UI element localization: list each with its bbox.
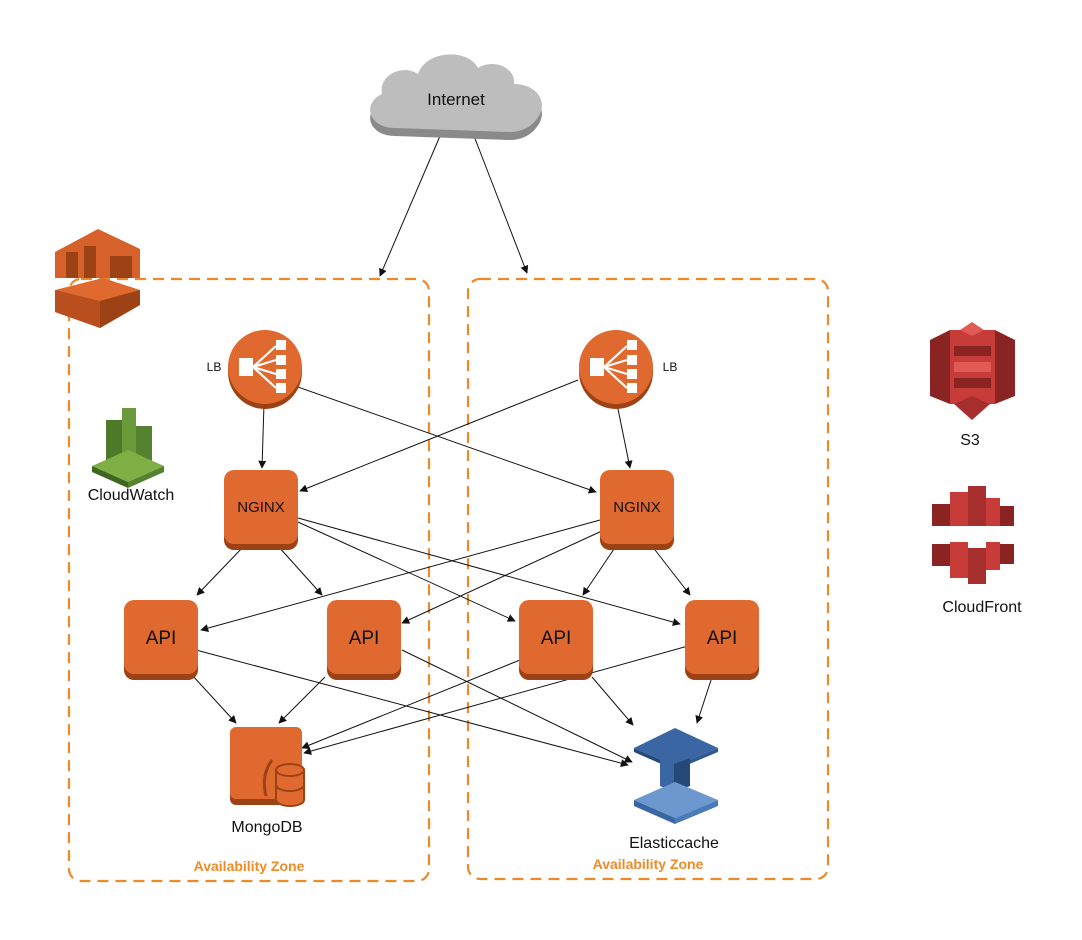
api-3-label: API <box>541 628 572 649</box>
api-box-2 <box>327 600 401 680</box>
ec2-icon <box>55 229 140 328</box>
edge-api3-mongo <box>301 659 521 750</box>
s3-icon <box>930 322 1015 420</box>
zone-label-left: Availability Zone <box>194 858 305 874</box>
edge-api3-cache <box>591 676 634 726</box>
edge-nginxl-api1 <box>196 545 245 596</box>
database-icon <box>230 727 305 807</box>
nginx-right-label: NGINX <box>613 499 661 516</box>
edge-nginxr-api3 <box>582 545 617 596</box>
edge-api1-cache <box>195 649 629 768</box>
edge-nginxl-api2 <box>277 545 323 596</box>
mongodb-label: MongoDB <box>231 819 302 836</box>
elasticache-icon <box>634 728 718 824</box>
lb-left-label: LB <box>207 360 222 374</box>
availability-zone-right <box>466 277 830 881</box>
api-box-4 <box>685 600 759 680</box>
nginx-left <box>224 470 298 550</box>
api-2-label: API <box>349 628 380 649</box>
edge-nginxr-api1 <box>200 519 601 632</box>
edge-nginxl-api4 <box>297 517 681 626</box>
internet-label: Internet <box>427 90 485 109</box>
cloudfront-icon <box>932 486 1014 584</box>
nginx-right <box>600 470 674 550</box>
s3-label: S3 <box>960 432 980 449</box>
connections <box>191 135 713 768</box>
edge-lbl-nginxl <box>258 403 267 469</box>
edge-internet-zone-right <box>473 135 529 274</box>
load-balancer-right <box>579 330 653 409</box>
cloudwatch-icon <box>92 408 164 488</box>
edge-lbr-nginxr <box>616 403 633 469</box>
edge-api1-mongo <box>191 674 237 724</box>
edge-nginxr-api2 <box>401 529 605 624</box>
load-balancer-left <box>228 330 302 409</box>
edge-api4-mongo <box>303 645 689 755</box>
api-box-1 <box>124 600 198 680</box>
cloud-icon <box>370 54 542 141</box>
elasticache-label: Elasticcache <box>629 835 719 852</box>
edge-nginxr-api4 <box>651 545 691 596</box>
edge-api2-cache <box>401 649 633 763</box>
api-box-3 <box>519 600 593 680</box>
lb-right-label: LB <box>663 360 678 374</box>
availability-zone-left <box>67 277 431 883</box>
nginx-left-label: NGINX <box>237 499 285 516</box>
api-1-label: API <box>146 628 177 649</box>
edge-nginxl-api3 <box>297 521 516 622</box>
cloudfront-label: CloudFront <box>942 599 1022 616</box>
edge-lbr-nginxl <box>299 379 579 493</box>
cloudwatch-label: CloudWatch <box>88 487 175 504</box>
edge-api4-cache <box>695 676 713 724</box>
zone-label-right: Availability Zone <box>593 856 704 872</box>
edge-api2-mongo <box>278 676 326 724</box>
load-balancer-icon <box>239 340 286 393</box>
edge-internet-zone-left <box>379 135 441 277</box>
api-4-label: API <box>707 628 738 649</box>
load-balancer-icon <box>590 340 637 393</box>
